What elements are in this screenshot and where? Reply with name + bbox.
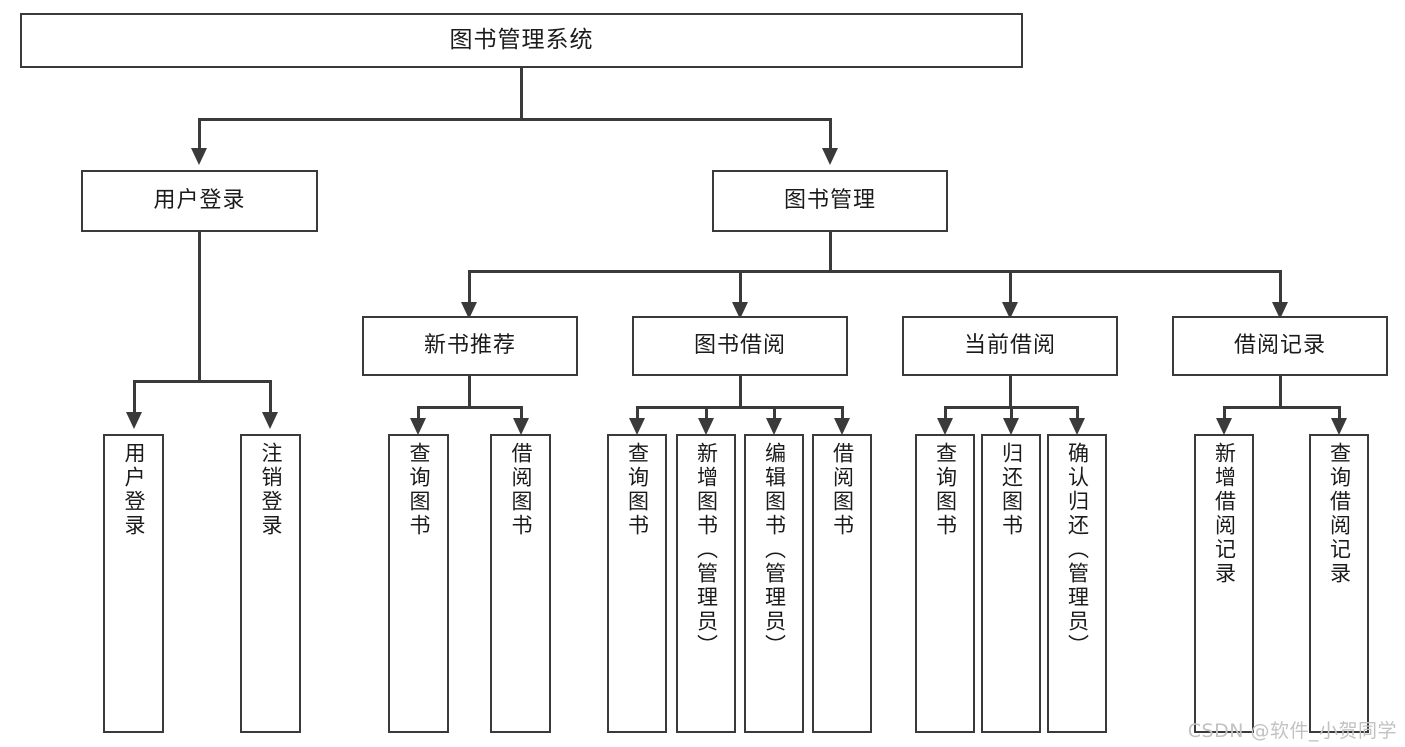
connector-user-login-drop-1 <box>133 380 136 415</box>
arrowhead-to-borrow-record <box>1272 302 1288 319</box>
arrowhead-leaf-add-book <box>698 418 714 435</box>
leaf-user-logout[interactable]: 注销登录 <box>240 434 301 733</box>
leaf-confirm-return[interactable]: 确认归还（管理员） <box>1047 434 1107 733</box>
arrowhead-leaf-edit-book <box>766 418 782 435</box>
arrowhead-leaf-query-book-1 <box>410 418 426 435</box>
node-book-borrow[interactable]: 图书借阅 <box>632 316 848 376</box>
connector-book-borrow-bus <box>636 406 844 409</box>
connector-level2-bus <box>198 118 832 121</box>
connector-br-drop-2 <box>1338 406 1341 424</box>
node-book-management[interactable]: 图书管理 <box>712 170 948 232</box>
leaf-query-book-2-label: 查询图书 <box>625 442 650 538</box>
leaf-edit-book[interactable]: 编辑图书（管理员） <box>744 434 804 733</box>
leaf-query-book-3[interactable]: 查询图书 <box>915 434 975 733</box>
node-user-login-label: 用户登录 <box>153 187 246 213</box>
leaf-query-book-2[interactable]: 查询图书 <box>607 434 667 733</box>
node-root-label: 图书管理系统 <box>449 26 594 53</box>
connector-bb-drop-2 <box>705 406 708 424</box>
leaf-return-book[interactable]: 归还图书 <box>981 434 1041 733</box>
arrowhead-to-book-management <box>822 148 838 165</box>
leaf-edit-book-label: 编辑图书（管理员） <box>762 442 787 658</box>
arrowhead-leaf-borrow-book-1 <box>513 418 529 435</box>
leaf-query-book-3-label: 查询图书 <box>933 442 958 538</box>
connector-new-book-recommend-stem <box>468 376 471 408</box>
arrowhead-leaf-query-record <box>1331 418 1347 435</box>
connector-borrow-record-stem <box>1279 376 1282 408</box>
arrowhead-leaf-query-book-2 <box>629 418 645 435</box>
arrowhead-to-current-borrow <box>1002 302 1018 319</box>
connector-bb-drop-3 <box>773 406 776 424</box>
connector-to-current-borrow <box>1009 270 1012 305</box>
leaf-confirm-return-label: 确认归还（管理员） <box>1065 442 1090 658</box>
connector-to-new-book-recommend <box>468 270 471 305</box>
leaf-borrow-book-1-label: 借阅图书 <box>509 442 533 538</box>
connector-br-drop-1 <box>1223 406 1226 424</box>
leaf-borrow-book-2-label: 借阅图书 <box>830 442 855 538</box>
connector-user-login-drop-2 <box>269 380 272 415</box>
connector-user-login-bus <box>133 380 272 383</box>
leaf-query-record-label: 查询借阅记录 <box>1327 442 1352 586</box>
connector-current-borrow-stem <box>1009 376 1012 408</box>
arrowhead-leaf-user-login <box>126 412 142 429</box>
leaf-user-login[interactable]: 用户登录 <box>103 434 164 733</box>
arrowhead-to-user-login <box>191 148 207 165</box>
leaf-return-book-label: 归还图书 <box>999 442 1024 538</box>
leaf-add-book[interactable]: 新增图书（管理员） <box>676 434 736 733</box>
arrowhead-to-book-borrow <box>732 302 748 319</box>
connector-user-login-stem <box>198 232 201 382</box>
connector-cb-drop-1 <box>944 406 947 424</box>
arrowhead-leaf-user-logout <box>262 412 278 429</box>
arrowhead-leaf-return-book <box>1003 418 1019 435</box>
connector-cb-drop-2 <box>1010 406 1013 424</box>
arrowhead-to-new-book-recommend <box>461 302 477 319</box>
arrowhead-leaf-confirm-return <box>1069 418 1085 435</box>
connector-to-borrow-record <box>1279 270 1282 305</box>
leaf-query-record[interactable]: 查询借阅记录 <box>1309 434 1369 733</box>
connector-to-user-login <box>198 118 201 150</box>
node-new-book-recommend[interactable]: 新书推荐 <box>362 316 578 376</box>
node-user-login[interactable]: 用户登录 <box>81 170 318 232</box>
connector-nbr-drop-1 <box>417 406 420 424</box>
leaf-add-record-label: 新增借阅记录 <box>1212 442 1237 586</box>
connector-bb-drop-4 <box>841 406 844 424</box>
arrowhead-leaf-add-record <box>1216 418 1232 435</box>
leaf-add-record[interactable]: 新增借阅记录 <box>1194 434 1254 733</box>
node-book-borrow-label: 图书借阅 <box>693 332 786 358</box>
connector-nbr-drop-2 <box>520 406 523 424</box>
leaf-add-book-label: 新增图书（管理员） <box>694 442 719 658</box>
node-book-management-label: 图书管理 <box>783 187 876 213</box>
connector-root-stem <box>520 68 523 120</box>
node-borrow-record-label: 借阅记录 <box>1233 332 1326 358</box>
node-root-book-management-system[interactable]: 图书管理系统 <box>20 13 1023 68</box>
node-borrow-record[interactable]: 借阅记录 <box>1172 316 1388 376</box>
connector-level3-bus <box>468 270 1280 273</box>
csdn-watermark: CSDN @软件_小贺同学 <box>1187 720 1397 742</box>
connector-new-book-recommend-bus <box>417 406 523 409</box>
connector-borrow-record-bus <box>1223 406 1341 409</box>
leaf-user-login-label: 用户登录 <box>122 442 146 538</box>
connector-to-book-borrow <box>739 270 742 305</box>
leaf-borrow-book-1[interactable]: 借阅图书 <box>490 434 551 733</box>
connector-to-book-management <box>829 118 832 150</box>
node-new-book-recommend-label: 新书推荐 <box>423 332 516 358</box>
arrowhead-leaf-borrow-book-2 <box>834 418 850 435</box>
node-current-borrow-label: 当前借阅 <box>963 332 1056 358</box>
node-current-borrow[interactable]: 当前借阅 <box>902 316 1118 376</box>
leaf-borrow-book-2[interactable]: 借阅图书 <box>812 434 872 733</box>
connector-book-management-stem <box>829 232 832 272</box>
connector-bb-drop-1 <box>636 406 639 424</box>
leaf-query-book-1[interactable]: 查询图书 <box>388 434 449 733</box>
leaf-query-book-1-label: 查询图书 <box>407 442 431 538</box>
leaf-user-logout-label: 注销登录 <box>259 442 283 538</box>
arrowhead-leaf-query-book-3 <box>937 418 953 435</box>
connector-cb-drop-3 <box>1076 406 1079 424</box>
connector-book-borrow-stem <box>739 376 742 408</box>
